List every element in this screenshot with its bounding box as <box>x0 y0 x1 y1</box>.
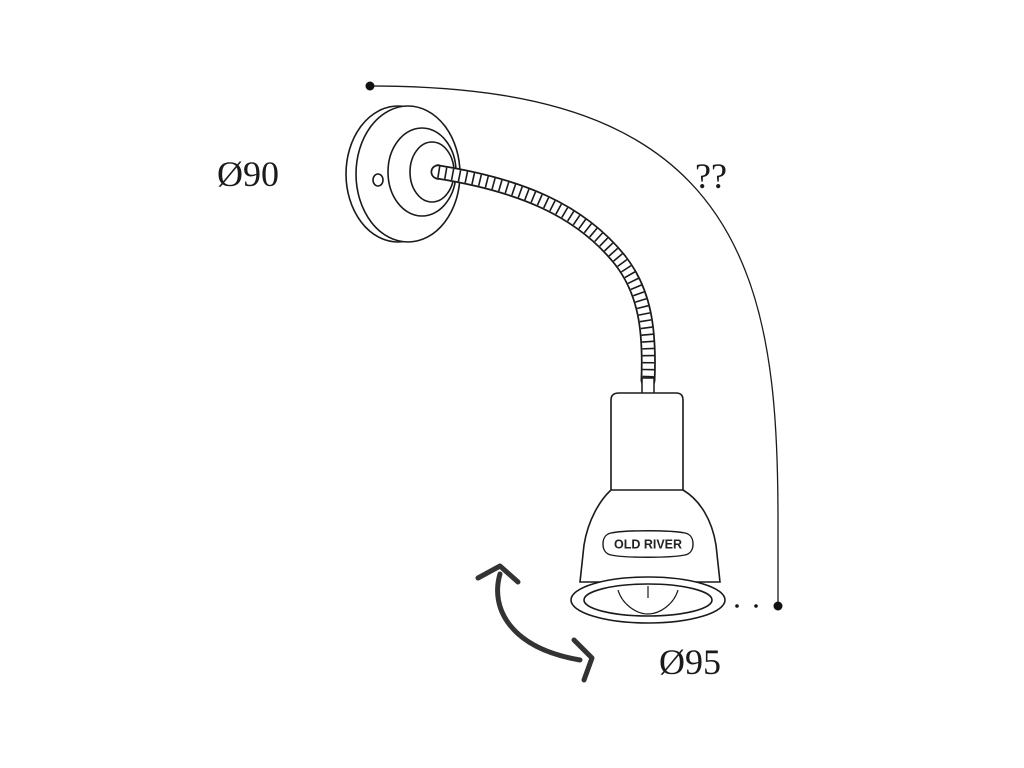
screw-hole <box>372 173 384 187</box>
reach-end-dot <box>773 601 783 611</box>
leader-dot-1 <box>735 604 739 608</box>
rotate-arrow-icon <box>475 563 595 683</box>
logo-text: OLD RIVER <box>614 538 682 552</box>
reach-start-dot <box>365 81 375 91</box>
reach-arc <box>369 85 779 606</box>
bulb <box>617 586 679 615</box>
shade-diameter-label: Ø95 <box>659 642 721 682</box>
base-diameter-label: Ø90 <box>217 154 279 194</box>
reach-label: ?? <box>695 156 727 196</box>
shade-rim-inner <box>583 583 713 617</box>
logo-plaque: OLD RIVER <box>602 530 694 558</box>
reach-dimension <box>369 85 779 606</box>
gooseneck-arm <box>430 164 656 388</box>
leader-dot-2 <box>754 604 758 608</box>
